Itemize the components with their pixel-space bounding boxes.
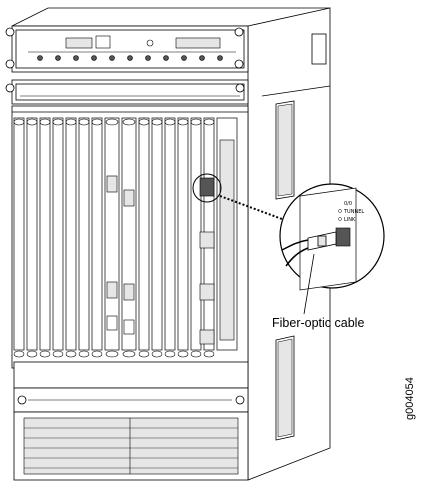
bottom-air-grille	[13, 411, 249, 481]
zoom-port-line1: TUNNEL	[343, 209, 364, 215]
craft-interface-panel	[5, 25, 249, 73]
figure-id: g004054	[404, 377, 416, 420]
fiber-optic-connector	[281, 231, 337, 267]
upper-fan-tray	[5, 79, 249, 105]
connector-callout-circle	[192, 173, 222, 203]
pic-optical-ports	[199, 139, 235, 345]
callout-dotted-line	[219, 195, 291, 223]
callout-leader-line	[303, 253, 315, 315]
optical-port	[335, 227, 351, 247]
card-cage	[11, 105, 249, 369]
zoom-port-heading: 0/0	[344, 201, 352, 207]
top-ejectors	[13, 118, 215, 126]
routing-engine-ports	[106, 175, 135, 335]
zoom-detail: 0/0 TUNNEL LINK	[279, 183, 385, 315]
callout-label: Fiber-optic cable	[272, 316, 365, 330]
lower-fan-tray	[13, 361, 249, 413]
craft-panel-leds	[37, 35, 223, 61]
bottom-ejectors	[13, 350, 215, 358]
zoom-port-line2: LINK	[344, 217, 356, 223]
